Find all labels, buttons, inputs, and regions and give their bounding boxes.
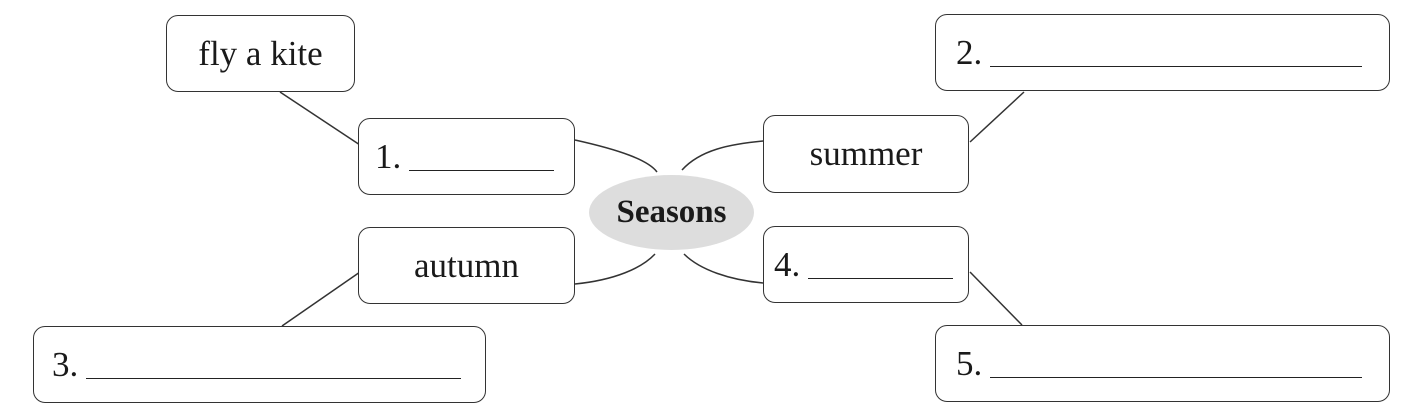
season-text: summer: [809, 134, 923, 173]
answer-blank-1[interactable]: [409, 142, 555, 171]
item-number: 1.: [375, 136, 402, 176]
answer-blank-2[interactable]: [990, 38, 1363, 67]
center-label: Seasons: [616, 194, 727, 230]
curve-hub-to-item4: [683, 253, 764, 284]
answer-blank-3[interactable]: [86, 350, 462, 379]
center-node-seasons: Seasons: [589, 175, 754, 250]
item-number: 5.: [956, 343, 983, 383]
activity-box-5: 5.: [935, 325, 1390, 402]
season-box-autumn: autumn: [358, 227, 575, 304]
line-autumn-to-item3: [281, 271, 361, 327]
answer-blank-5[interactable]: [990, 349, 1363, 378]
curve-hub-to-autumn: [574, 253, 656, 285]
item-number: 3.: [52, 344, 79, 384]
activity-text: fly a kite: [198, 33, 323, 73]
line-summer-to-item2: [969, 91, 1025, 143]
activity-box-2: 2.: [935, 14, 1390, 91]
season-box-1: 1.: [358, 118, 575, 195]
line-item4-to-item5: [969, 271, 1023, 326]
item-number: 2.: [956, 32, 983, 72]
activity-box-3: 3.: [33, 326, 486, 403]
activity-box-fly-a-kite: fly a kite: [166, 15, 355, 92]
season-box-summer: summer: [763, 115, 969, 193]
curve-hub-to-item1: [574, 139, 658, 173]
answer-blank-4[interactable]: [808, 250, 954, 279]
season-text: autumn: [414, 245, 519, 285]
season-box-4: 4.: [763, 226, 969, 303]
line-item1-to-kite: [279, 91, 361, 146]
item-number: 4.: [774, 244, 801, 284]
curve-hub-to-summer: [681, 140, 764, 171]
